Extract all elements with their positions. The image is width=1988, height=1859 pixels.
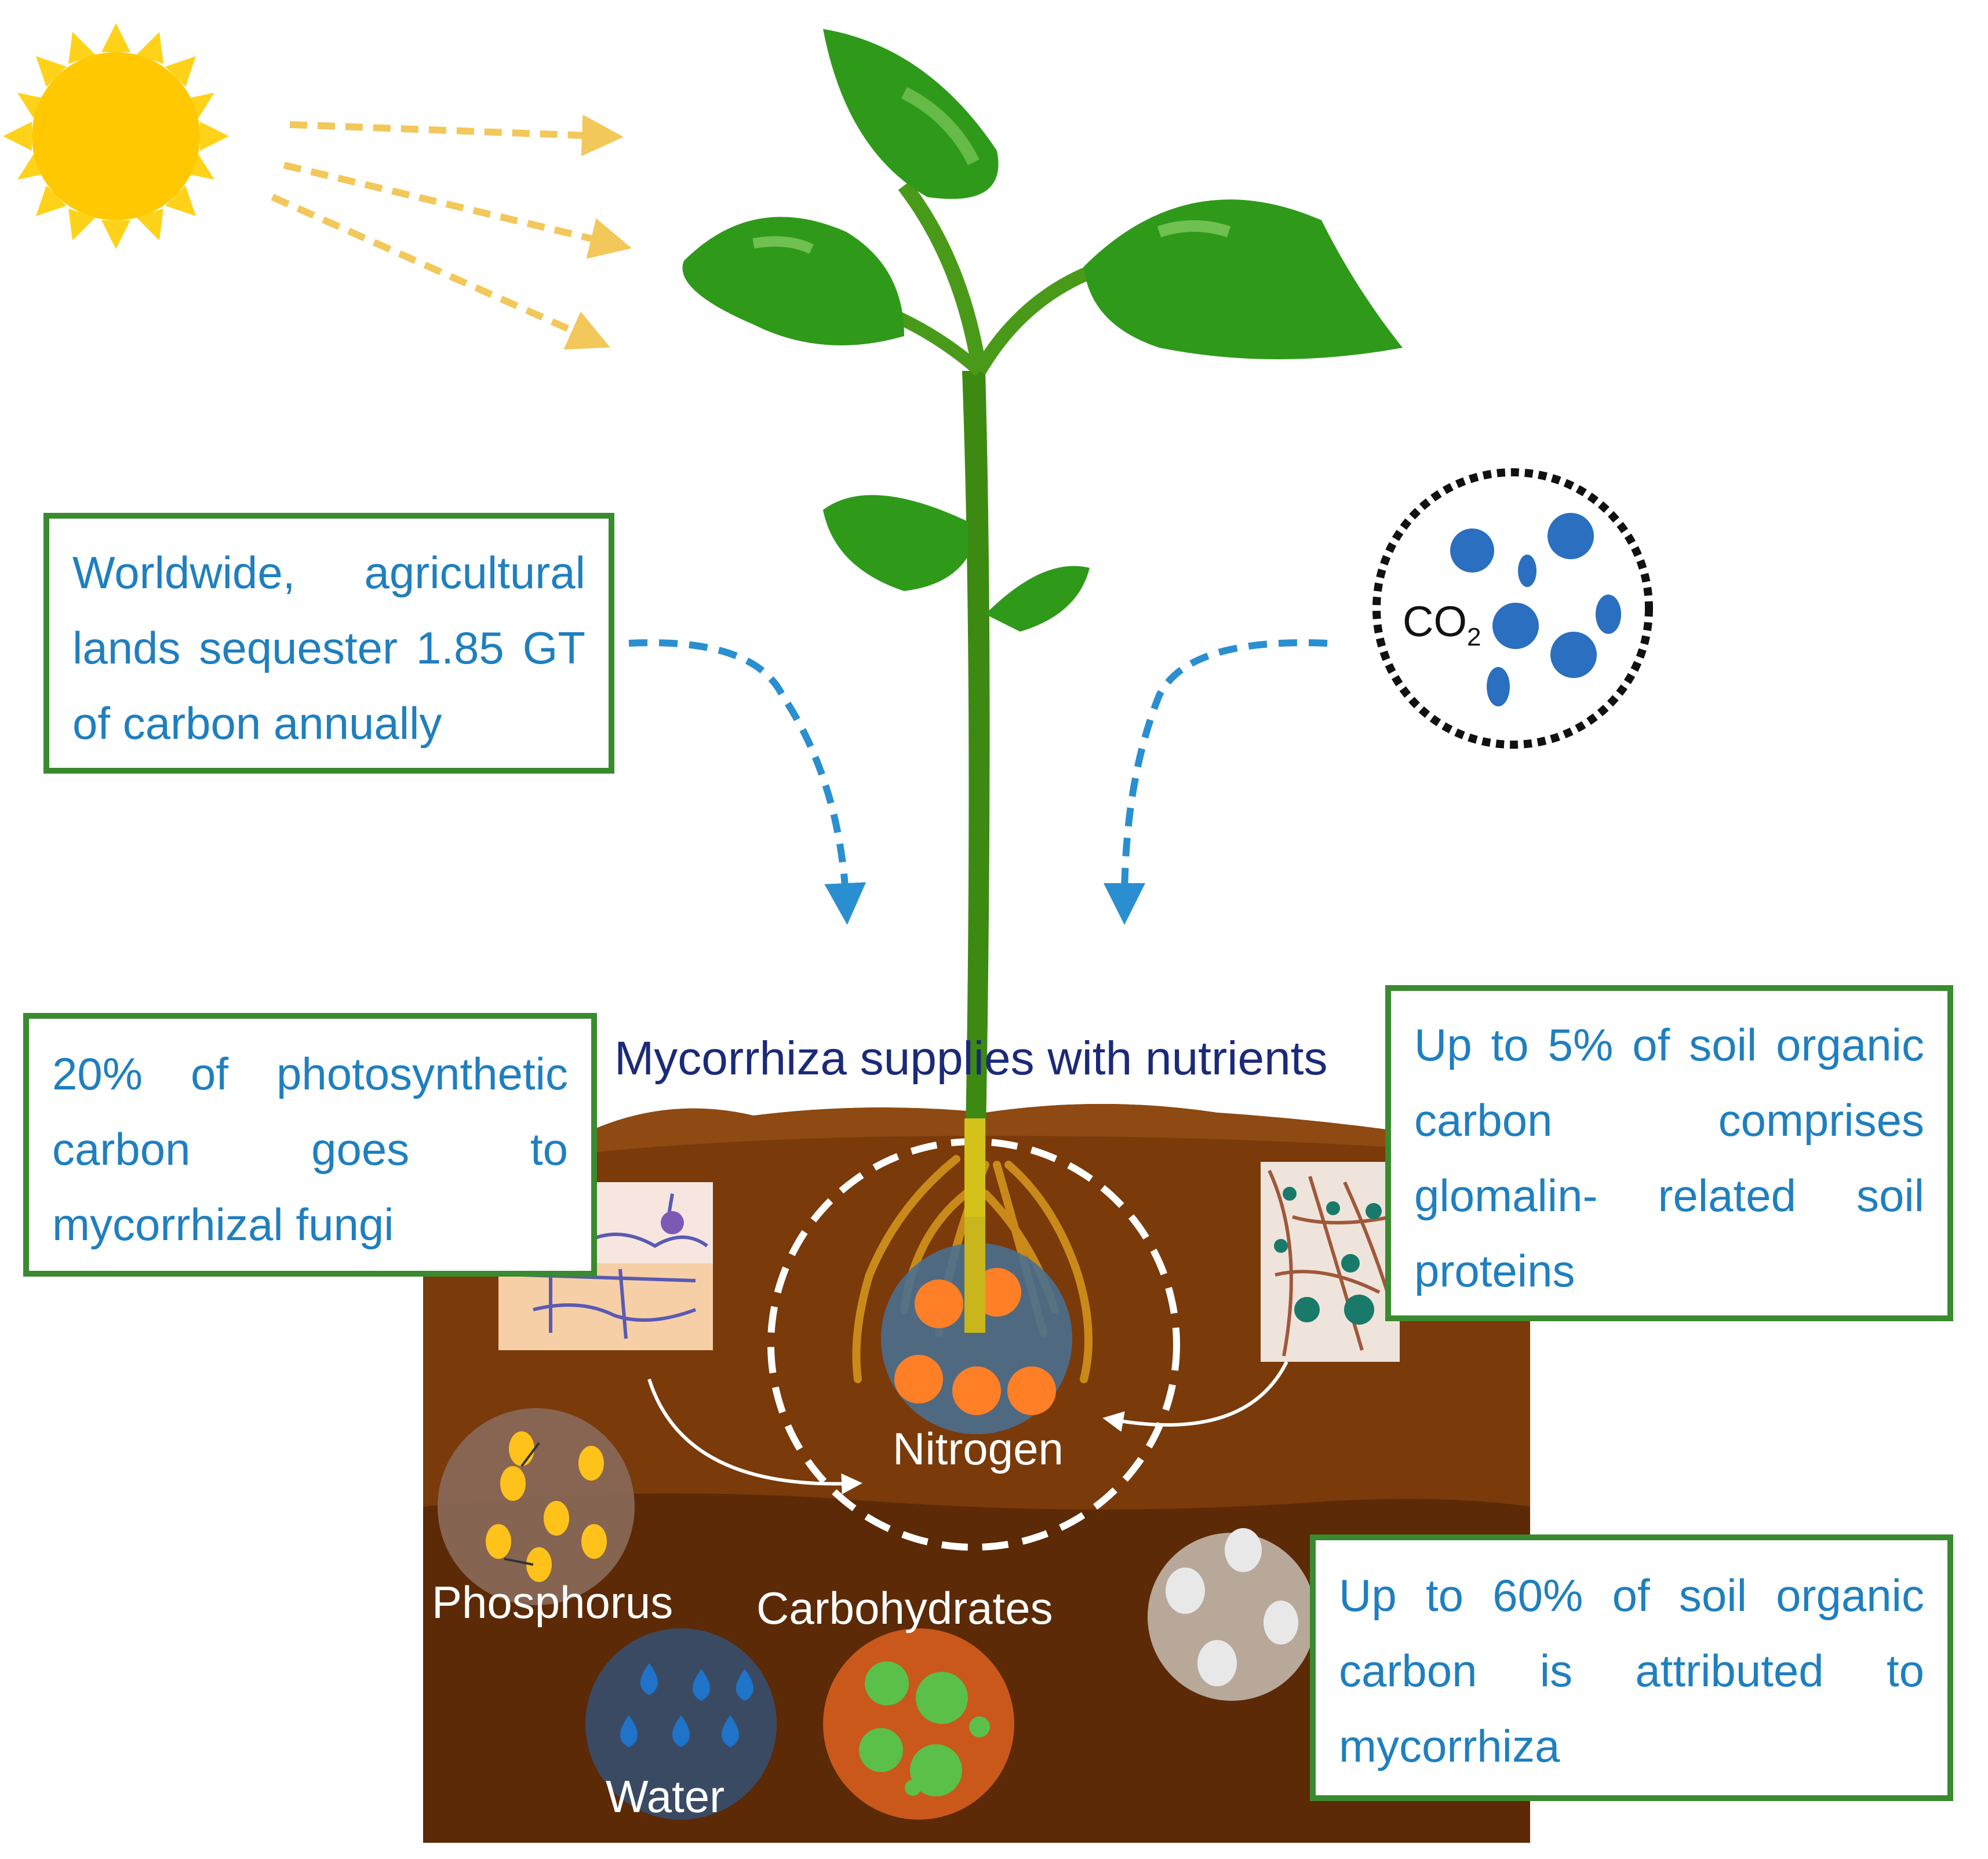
soil-organic-carbon-icon — [1148, 1528, 1316, 1701]
photosynthetic-carbon-box: 20% of photosynthetic carbon goes to myc… — [23, 1013, 597, 1277]
sun-icon — [3, 23, 229, 249]
mycorrhiza-carbon-text: Up to 60% of soil organic carbon is attr… — [1339, 1570, 1924, 1771]
co2-subscript: 2 — [1467, 622, 1481, 651]
co2-base: CO — [1403, 597, 1467, 646]
agricultural-sequestration-box: Worldwide, agricultural lands sequester … — [43, 513, 614, 774]
photosynthetic-carbon-text: 20% of photosynthetic carbon goes to myc… — [52, 1048, 568, 1250]
co2-molecules-icon — [1372, 468, 1653, 749]
plant-icon — [682, 29, 1403, 1333]
phosphorus-icon — [438, 1408, 635, 1605]
co2-label: CO2 — [1403, 597, 1481, 652]
nitrogen-icon — [881, 1243, 1072, 1434]
water-icon — [585, 1628, 777, 1820]
mycorrhiza-carbon-box: Up to 60% of soil organic carbon is attr… — [1310, 1534, 1953, 1801]
exchange-arrows — [647, 1361, 1288, 1495]
glomalin-text: Up to 5% of soil organic carbon comprise… — [1414, 1019, 1924, 1296]
carbohydrates-icon — [823, 1628, 1014, 1820]
agricultural-sequestration-text: Worldwide, agricultural lands sequester … — [72, 547, 585, 749]
diagram-heading: Mycorrhiza supplies with nutrients — [614, 1032, 1328, 1085]
sunlight-arrows — [271, 114, 632, 350]
water-label: Water — [606, 1771, 725, 1822]
carbon-flow-arrows — [628, 639, 1328, 925]
glomalin-soil-icon — [1261, 1162, 1400, 1362]
glomalin-box: Up to 5% of soil organic carbon comprise… — [1385, 985, 1953, 1321]
phosphorus-label: Phosphorus — [432, 1577, 673, 1628]
carbohydrates-label: Carbohydrates — [756, 1583, 1053, 1634]
nitrogen-label: Nitrogen — [893, 1423, 1064, 1474]
